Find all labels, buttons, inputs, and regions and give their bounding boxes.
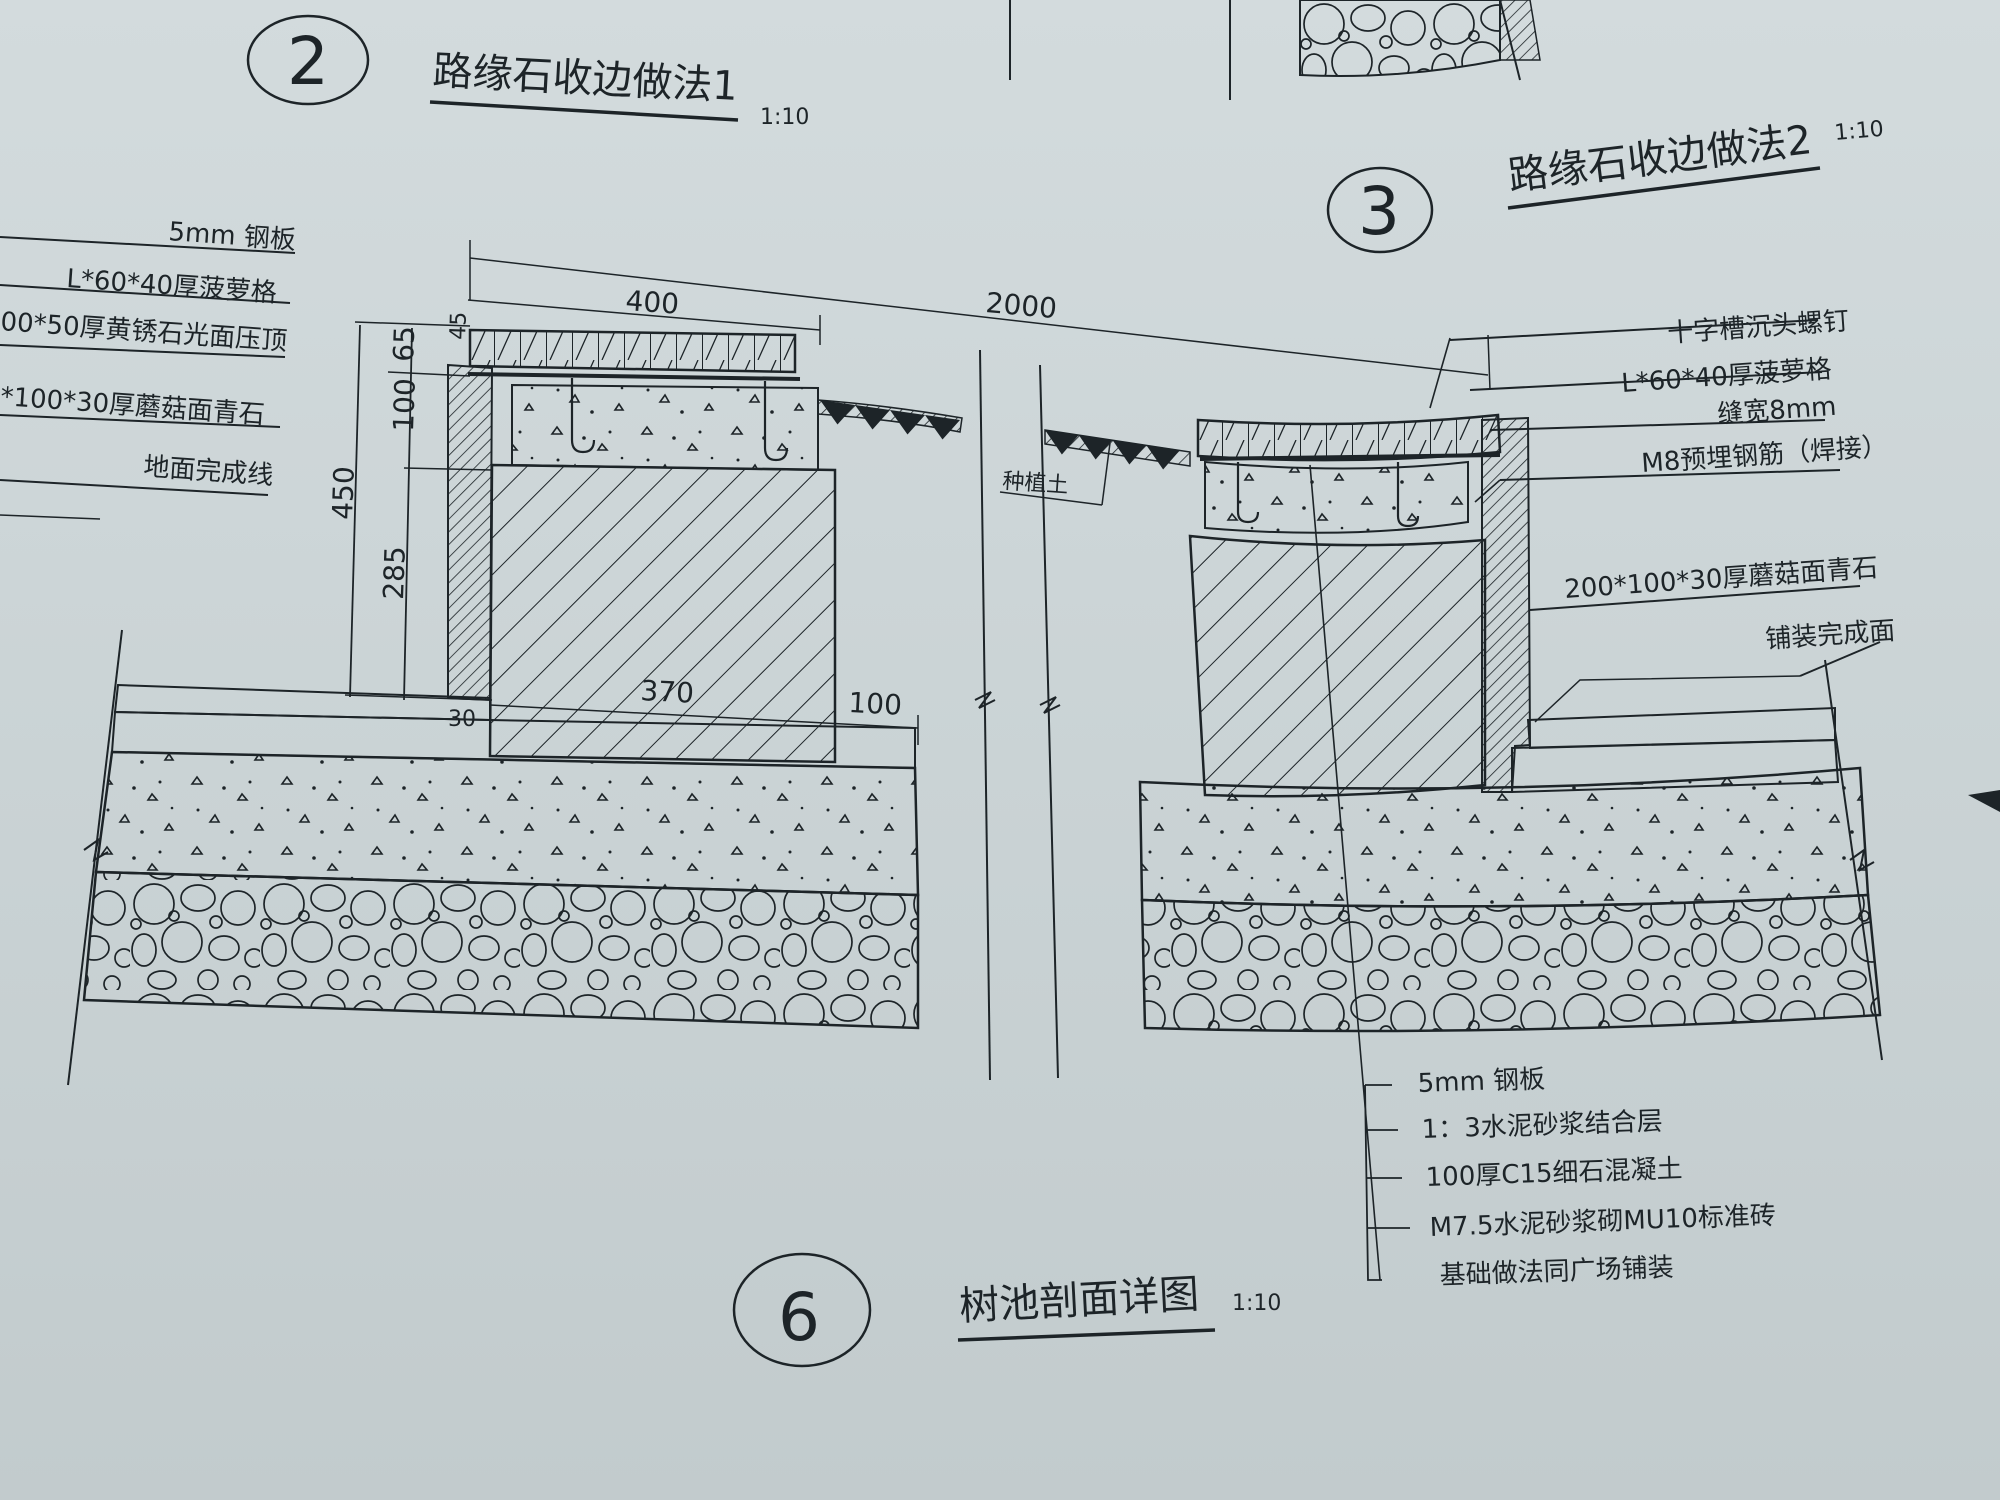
left-steel-plate [467, 372, 801, 381]
left-label-5: 地面完成线 [143, 452, 275, 491]
dim-100-horizontal: 100 [848, 686, 903, 722]
detail-3-scale: 1:10 [1833, 117, 1884, 146]
left-label-1: 5mm 钢板 [168, 217, 297, 256]
dim-2000: 2000 [984, 286, 1058, 325]
detail-2-scale: 1:10 [760, 105, 809, 130]
detail-6-title-underline [957, 1328, 1216, 1342]
right-soil-surface [1045, 430, 1180, 470]
right-gravel-base [1140, 893, 1882, 1033]
bottom-label-3: 100厚C15细石混凝土 [1425, 1154, 1683, 1193]
left-granite-facing [447, 363, 494, 702]
right-label-3: 缝宽8mm [1716, 392, 1837, 430]
detail-2-header: 2 路缘石收边做法1 1:10 [246, 14, 809, 130]
right-anchor-bars [1236, 462, 1420, 528]
right-steel-plate [1199, 453, 1501, 461]
detail-3-number: 3 [1358, 173, 1400, 250]
detail-3-title-underline [1507, 166, 1821, 210]
soil-tooth [1045, 430, 1079, 455]
bottom-label-5: 基础做法同广场铺装 [1439, 1253, 1674, 1291]
detail-6-header: 6 树池剖面详图 1:10 [732, 1252, 1281, 1368]
detail-2-number-circle [246, 14, 370, 106]
dim-400: 400 [625, 284, 681, 321]
soil-tooth [855, 405, 890, 430]
right-wood-slats [1196, 413, 1502, 462]
bottom-label-1: 5mm 钢板 [1417, 1065, 1545, 1099]
center-break-line-1 [979, 349, 991, 1081]
bottom-label-2: 1：3水泥砂浆结合层 [1421, 1107, 1663, 1145]
right-brick-wall [1188, 534, 1487, 798]
detail-6-scale: 1:10 [1232, 1291, 1281, 1316]
soil-tooth [1146, 445, 1180, 470]
dim-30: 30 [448, 707, 476, 732]
right-label-6: 铺装完成面 [1764, 616, 1896, 655]
bottom-label-4: M7.5水泥砂浆砌MU10标准砖 [1429, 1201, 1776, 1243]
dim-100-vertical: 100 [387, 378, 422, 433]
left-label-stack: 5mm 钢板 L*60*40厚菠萝格 00*50厚黄锈石光面压顶 *100*30… [0, 217, 297, 520]
detail-2-title-underline [429, 100, 739, 122]
right-centre-leader [1309, 464, 1381, 1281]
left-gravel-base [82, 870, 920, 1030]
detail-6-number-circle [732, 1252, 872, 1368]
left-dimensions: 400 450 65 100 285 45 30 370 100 2000 [326, 240, 1491, 745]
left-brick-wall [488, 463, 837, 764]
right-section [1138, 413, 1883, 1281]
left-anchor-bars [570, 378, 789, 462]
dim-450: 450 [326, 466, 361, 521]
detail-3-number-circle [1326, 166, 1434, 254]
right-concrete-base [1138, 766, 1870, 908]
right-concrete-cap [1204, 460, 1469, 534]
left-soil-surface [820, 400, 960, 440]
soil-tooth [1112, 440, 1147, 465]
left-section [67, 328, 963, 1086]
soil-tooth [890, 410, 925, 435]
dim-65: 65 [387, 325, 421, 362]
right-granite-facing [1481, 416, 1532, 793]
right-label-2: L*60*40厚菠萝格 [1620, 354, 1832, 399]
dim-45: 45 [446, 311, 472, 340]
left-bedding-layer [110, 710, 916, 770]
bottom-label-stack: 5mm 钢板 1：3水泥砂浆结合层 100厚C15细石混凝土 M7.5水泥砂浆砌… [1364, 1065, 1776, 1291]
center-break-line-2 [1039, 364, 1059, 1079]
top-gravel-fragment [1299, 0, 1541, 77]
right-label-5: 200*100*30厚蘑菇面青石 [1563, 553, 1879, 605]
detail-6-title: 树池剖面详图 [958, 1271, 1200, 1329]
dim-285: 285 [377, 546, 412, 601]
left-label-3: 00*50厚黄锈石光面压顶 [0, 307, 288, 357]
dim-370: 370 [640, 674, 695, 710]
edge-arrow-fragment [1968, 790, 2000, 812]
soil-tooth [820, 400, 855, 425]
right-break-line [1824, 659, 1883, 1061]
right-label-1: 十字槽沉头螺钉 [1666, 306, 1850, 349]
detail-3-header: 3 路缘石收边做法2 1:10 [1326, 117, 1885, 254]
detail-2-number: 2 [287, 23, 329, 100]
left-label-4: *100*30厚蘑菇面青石 [0, 382, 266, 430]
soil-tooth [1078, 435, 1113, 460]
left-concrete-cap [511, 383, 819, 472]
left-paving-surface [113, 683, 491, 722]
left-label-2: L*60*40厚菠萝格 [66, 264, 278, 309]
left-wood-slats [468, 328, 797, 374]
left-concrete-base [94, 750, 920, 897]
detail-2-title: 路缘石收边做法1 [431, 48, 738, 110]
left-planting-soil [817, 399, 963, 433]
soil-tooth [925, 415, 960, 440]
detail-6-number: 6 [778, 1279, 820, 1356]
planting-area: 种植土 [974, 349, 1191, 1081]
